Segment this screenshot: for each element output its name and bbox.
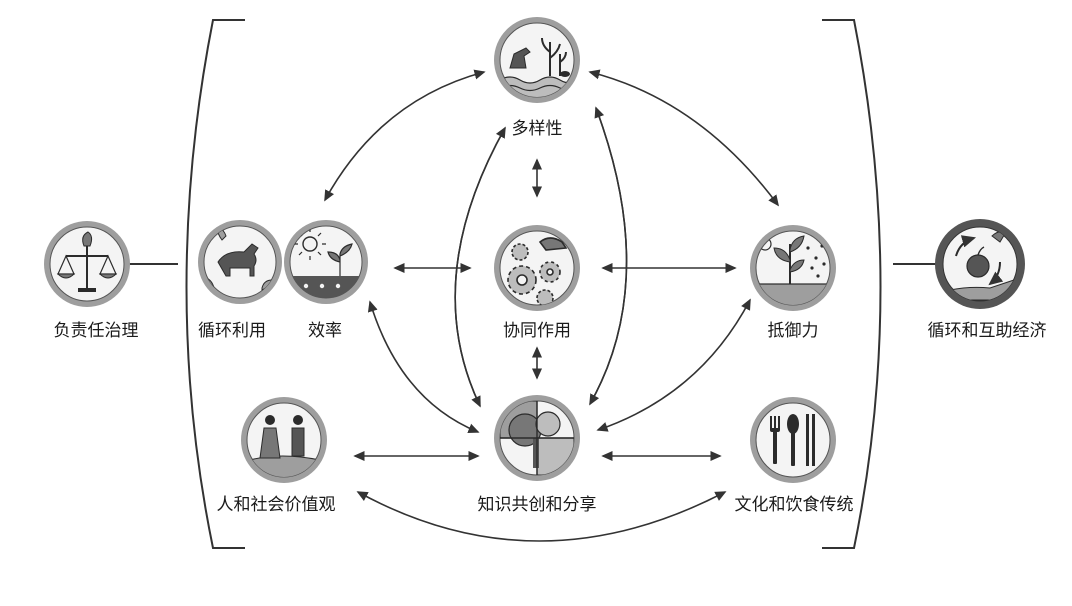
external-economy-label: 循环和互助经济 bbox=[928, 321, 1047, 341]
tree-puzzle-icon bbox=[500, 401, 574, 475]
apple-hand-cycle-icon bbox=[949, 231, 1017, 301]
node-resilience: 抵御力 bbox=[750, 225, 836, 341]
node-diversity: 多样性 bbox=[494, 17, 580, 139]
node-efficiency: 效率 bbox=[284, 220, 368, 341]
node-knowledge-label: 知识共创和分享 bbox=[478, 495, 597, 515]
gears-icon bbox=[507, 237, 568, 305]
node-recycling-label: 循环利用 bbox=[198, 321, 266, 341]
cow-recycling-icon bbox=[205, 226, 273, 291]
sun-seedling-icon bbox=[290, 228, 362, 298]
node-recycling: 循环利用 bbox=[198, 220, 282, 341]
arrow-diversity-resilience bbox=[588, 69, 780, 207]
node-culture-food: 文化和饮食传统 bbox=[735, 397, 854, 515]
node-culture-food-label: 文化和饮食传统 bbox=[735, 495, 854, 515]
plant-rain-icon bbox=[756, 235, 830, 305]
node-knowledge: 知识共创和分享 bbox=[478, 395, 597, 515]
node-efficiency-label: 效率 bbox=[308, 321, 342, 341]
arrow-knowledge-diversity-right bbox=[589, 106, 628, 405]
arrow-knowledge-diversity-left-head bbox=[454, 126, 506, 407]
arrow-efficiency-knowledge bbox=[367, 300, 480, 434]
node-diversity-label: 多样性 bbox=[512, 119, 563, 139]
left-bracket bbox=[185, 19, 245, 549]
node-synergy: 协同作用 bbox=[494, 225, 580, 341]
external-governance: 负责任治理 bbox=[44, 221, 139, 341]
node-synergy-label: 协同作用 bbox=[503, 321, 571, 341]
node-resilience-label: 抵御力 bbox=[768, 321, 819, 341]
arrow-human-culture bbox=[356, 491, 727, 542]
node-human-social-values: 人和社会价值观 bbox=[217, 397, 336, 515]
external-governance-label: 负责任治理 bbox=[54, 321, 139, 341]
arrow-diversity-knowledge-right-head bbox=[589, 107, 628, 406]
node-human-social-values-label: 人和社会价值观 bbox=[217, 495, 336, 515]
knowledge-diversity-arrowheads bbox=[454, 107, 628, 407]
external-economy: 循环和互助经济 bbox=[928, 219, 1047, 341]
scales-icon bbox=[56, 231, 118, 292]
arrow-knowledge-resilience bbox=[596, 298, 751, 432]
right-bracket bbox=[822, 19, 882, 549]
arrow-diversity-efficiency bbox=[324, 69, 486, 202]
fork-spoon-chopsticks-icon bbox=[770, 414, 815, 466]
